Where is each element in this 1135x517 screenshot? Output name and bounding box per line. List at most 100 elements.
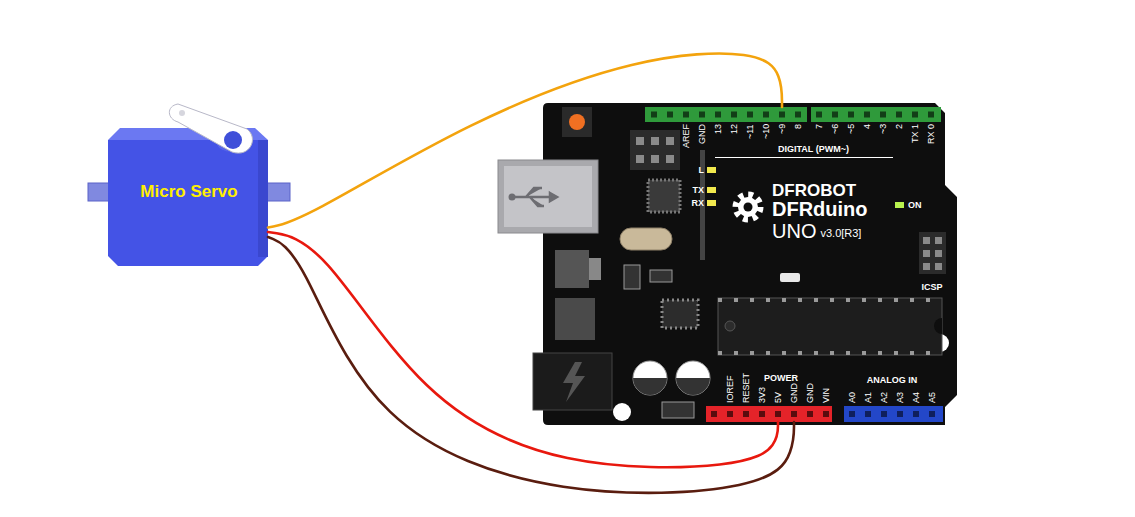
resonator	[780, 273, 800, 282]
arduino-board-art	[498, 103, 957, 425]
servo-wire	[268, 53, 782, 227]
pin-label: RESET	[741, 373, 751, 403]
header-holes	[651, 112, 938, 118]
pin-label: TX 1	[910, 124, 920, 143]
pin-label: RX 0	[926, 124, 936, 144]
led-label: TX	[692, 185, 704, 195]
pin-label: 5V	[773, 392, 783, 403]
board-model: UNO	[772, 220, 816, 243]
capacitor	[676, 378, 710, 395]
header-title: DIGITAL (PWM~)	[778, 144, 849, 154]
servo-body-box: Micro Servo	[110, 140, 268, 265]
pin-label: ~10	[761, 124, 771, 139]
pin-label: GND	[805, 383, 815, 403]
power-jack	[533, 353, 612, 410]
servo-wire	[268, 237, 794, 493]
header-title: ANALOG IN	[867, 375, 918, 385]
icsp-header	[919, 232, 946, 274]
led	[707, 167, 716, 173]
power-symbol	[563, 362, 585, 402]
micro-servo	[88, 104, 290, 266]
reset-button	[562, 107, 592, 137]
pin-label: 12	[729, 124, 739, 134]
header-title: POWER	[764, 373, 798, 383]
pin-label: GND	[789, 383, 799, 403]
pin-label: A0	[847, 392, 857, 403]
servo-body	[108, 140, 268, 266]
board-version: v3.0[R3]	[820, 227, 861, 240]
crystal	[620, 228, 672, 250]
capacitor	[633, 361, 667, 395]
pin-label: AREF	[681, 124, 691, 148]
logo-gear	[738, 197, 758, 217]
servo-horn	[169, 104, 252, 153]
smd-part	[624, 265, 640, 289]
led	[895, 202, 904, 208]
capacitor	[676, 361, 710, 395]
regulator-tab	[589, 258, 601, 280]
pin-label: A2	[879, 392, 889, 403]
pin-label: 7	[814, 124, 824, 129]
usb-symbol	[512, 188, 557, 206]
chip-notch	[934, 318, 942, 334]
regulator	[555, 298, 595, 340]
pin-label: 13	[713, 124, 723, 134]
header-title: ICSP	[921, 282, 942, 292]
reset-button	[569, 114, 585, 130]
logo-gear	[736, 195, 760, 219]
power-pin: GND	[786, 381, 802, 422]
board-name: DFRduino	[772, 198, 868, 221]
pin-label: ~5	[846, 124, 856, 134]
power-pin: 5V	[770, 390, 786, 422]
pin-label: A5	[927, 392, 937, 403]
servo-side	[258, 140, 268, 257]
chip-dot	[725, 321, 735, 331]
icsp-pins	[636, 137, 674, 163]
usb-symbol	[509, 194, 516, 201]
logo-gear	[744, 203, 753, 212]
pin-label: 4	[862, 124, 872, 129]
servo-label: Micro Servo	[140, 182, 237, 202]
digital-header	[811, 107, 941, 122]
regulator	[555, 250, 589, 288]
chip-pins	[718, 300, 942, 353]
icsp-header	[630, 130, 680, 170]
pin-label: A1	[863, 392, 873, 403]
pin-label: GND	[697, 124, 707, 144]
header-rule	[715, 157, 893, 158]
pin-label: ~9	[777, 124, 787, 134]
mounting-hole	[613, 403, 631, 421]
header-holes	[711, 411, 830, 417]
pin-label: VIN	[821, 388, 831, 403]
pin-label: 3V3	[757, 387, 767, 403]
usb-chip	[648, 180, 680, 212]
led-label: L	[699, 165, 705, 175]
usb-connector	[498, 160, 598, 233]
pin-label: 2	[894, 124, 904, 129]
smd-part	[650, 270, 672, 282]
op-amp-chip	[662, 300, 698, 328]
pin-label: ~3	[878, 124, 888, 134]
power-header	[706, 406, 832, 422]
horn-screw	[224, 131, 242, 149]
led-label: ON	[908, 200, 922, 210]
digital-pin: ~9	[774, 107, 790, 136]
pin-label: ~6	[830, 124, 840, 134]
pin-label: 8	[793, 124, 803, 129]
led	[707, 187, 716, 193]
header-holes	[849, 411, 940, 417]
pin-label: IOREF	[725, 375, 735, 403]
microcontroller	[718, 298, 942, 355]
horn-hole	[179, 110, 185, 116]
pin-label: ~11	[745, 124, 755, 139]
icsp-pins	[923, 237, 942, 270]
capacitor	[633, 378, 667, 395]
usb-face	[504, 166, 592, 227]
pin-label: A4	[911, 392, 921, 403]
analog-header	[844, 406, 943, 422]
diode	[662, 402, 694, 418]
led	[707, 200, 716, 206]
